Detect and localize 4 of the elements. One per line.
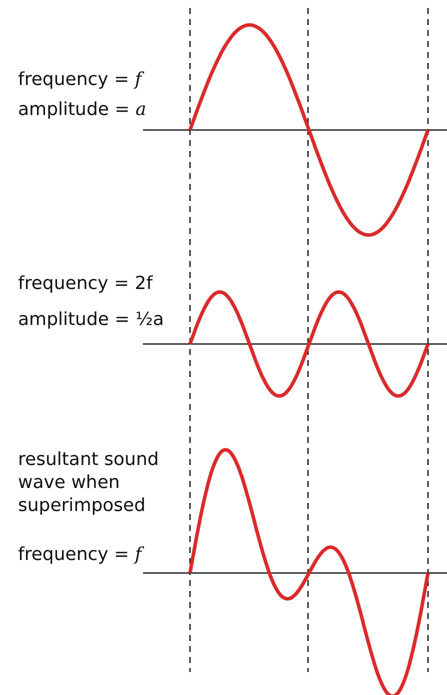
frequency-label: frequency = 2f bbox=[18, 272, 153, 295]
description-text: resultant sound wave when superimposed bbox=[18, 448, 160, 517]
amplitude-label: amplitude = ½a bbox=[18, 308, 164, 331]
amplitude-label: amplitude = a bbox=[18, 98, 146, 121]
